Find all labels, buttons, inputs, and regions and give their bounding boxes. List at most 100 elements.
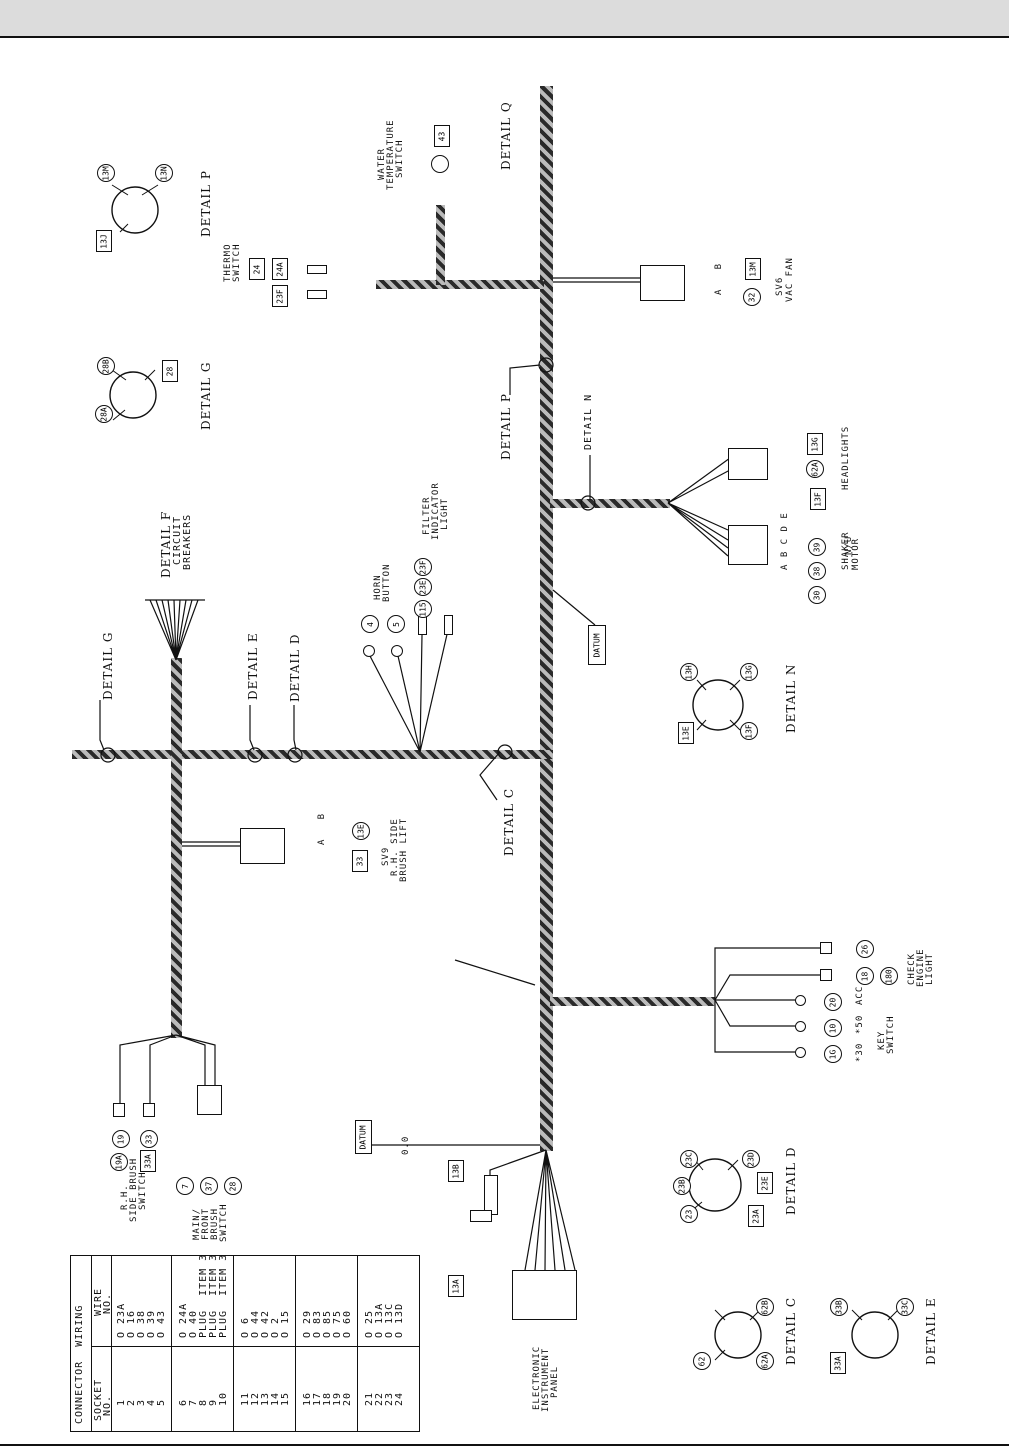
tag-33: 33 <box>352 850 368 872</box>
sv9-connector <box>240 828 285 864</box>
tag-37: 37 <box>200 1177 218 1195</box>
water-temp-sensor <box>431 155 449 173</box>
tag-32: 32 <box>743 288 761 306</box>
tag-23d: 23D <box>742 1150 760 1168</box>
tag-23f-2: 23F <box>414 558 432 576</box>
table-socket-cell: 15 <box>280 1391 291 1406</box>
key-switch-branch <box>550 997 715 1006</box>
tag-23e: 23E <box>414 578 432 596</box>
tag-10: 10 <box>824 1019 842 1037</box>
tag-13f-2: 13F <box>740 722 758 740</box>
filter-label-3: LIGHT <box>440 497 450 530</box>
detail-d-inset-label: DETAIL D <box>784 1146 798 1215</box>
key-50-terminal <box>795 1021 806 1032</box>
tag-115: 115 <box>414 600 432 618</box>
detail-g-pointer: DETAIL G <box>101 631 115 700</box>
tag-13b: 13B <box>448 1160 464 1182</box>
tag-19: 19 <box>112 1130 130 1148</box>
detail-e-inset-label: DETAIL E <box>924 1297 938 1365</box>
thermo-terminal-2 <box>307 290 327 299</box>
header-bar <box>0 0 1009 36</box>
tag-28-m: 28 <box>224 1177 242 1195</box>
sv9-pins-label: A B <box>317 812 327 845</box>
detail-g-inset-label: DETAIL G <box>199 361 213 430</box>
tag-62a: 62A <box>806 460 824 478</box>
sv6-connector <box>640 265 685 301</box>
instrument-panel-connector <box>512 1270 577 1320</box>
datum-zero-label: 0.0 <box>401 1135 411 1155</box>
sv9-label-3: BRUSH LIFT <box>399 817 409 882</box>
tag-7: 7 <box>176 1177 194 1195</box>
tag-18: 18 <box>856 967 874 985</box>
table-row-divider <box>91 1346 419 1347</box>
tag-13j: 13J <box>96 230 112 252</box>
detail-q-label: DETAIL Q <box>499 101 513 170</box>
tag-13g: 13G <box>807 433 823 455</box>
horn-terminal-2 <box>391 645 403 657</box>
tag-62a-2: 62A <box>756 1352 774 1370</box>
sv6-label-2: VAC FAN <box>785 257 795 302</box>
tag-33b: 33B <box>830 1298 848 1316</box>
tag-13f: 13F <box>810 488 826 510</box>
table-col1-head-2: NO. <box>102 1394 113 1416</box>
side-brush-terminal-2 <box>143 1103 155 1117</box>
table-wire-cell: O 13D <box>394 1302 405 1338</box>
thermo-terminal-1 <box>307 265 327 274</box>
table-socket-cell: 24 <box>394 1391 405 1406</box>
shaker-connector <box>728 525 768 565</box>
tag-33a-2: 33A <box>830 1352 846 1374</box>
detail-c-inset-label: DETAIL C <box>784 1296 798 1365</box>
k30-label: *30 <box>855 1042 865 1062</box>
table-col2-head-2: NO. <box>102 1292 113 1314</box>
datum-a-text: DATUM <box>359 1124 368 1150</box>
tag-23e-2: 23E <box>757 1172 773 1194</box>
main-brush-connector <box>197 1085 222 1115</box>
detail-e-pointer: DETAIL E <box>246 632 260 700</box>
detail-p-pointer: DETAIL P <box>499 393 513 460</box>
detail-n-inset-label: DETAIL N <box>784 663 798 733</box>
table-group-divider <box>295 1256 296 1431</box>
tag-180: 180 <box>880 967 898 985</box>
tag-43: 43 <box>434 125 450 147</box>
header-rule <box>0 36 1009 38</box>
tag-4: 4 <box>361 615 379 633</box>
instrument-lamp-13a <box>470 1210 492 1222</box>
water-temp-branch <box>436 205 445 285</box>
check-engine-terminal-1 <box>820 942 832 954</box>
water-temp-label-3: SWITCH <box>395 139 405 178</box>
detail-n-pointer: DETAIL N <box>583 393 594 450</box>
table-wire-cell: PLUG ITEM 3 <box>218 1253 229 1338</box>
check-engine-label-3: LIGHT <box>925 952 935 985</box>
datum-b-text: DATUM <box>592 632 602 658</box>
check-engine-terminal-2 <box>820 969 832 981</box>
sv6-label-1: SV6 <box>775 276 785 296</box>
main-harness-trunk <box>540 86 553 1151</box>
tag-23f: 23F <box>272 285 288 307</box>
sv6-pins-label: A B <box>714 262 724 295</box>
tag-28a: 28A <box>95 405 113 423</box>
headlight-branch <box>550 499 670 508</box>
table-wire-cell: O 60 <box>342 1309 353 1338</box>
table-group-divider <box>171 1256 172 1431</box>
detail-f-label: DETAIL F <box>159 510 173 578</box>
detail-f-sub2: BREAKERS <box>182 513 193 570</box>
panel-label-3: PANEL <box>550 1365 560 1398</box>
detail-d-pointer: DETAIL D <box>288 633 302 702</box>
tag-62b: 62B <box>756 1298 774 1316</box>
tag-5: 5 <box>387 615 405 633</box>
tag-13m: 13M <box>745 258 761 280</box>
headlight-connector <box>728 448 768 480</box>
tag-23b: 23B <box>673 1177 691 1195</box>
tag-23c: 23C <box>680 1150 698 1168</box>
table-socket-cell: 20 <box>342 1391 353 1406</box>
table-group-divider <box>357 1256 358 1431</box>
footer-rule <box>0 1444 1009 1446</box>
tag-13a: 13A <box>448 1275 464 1297</box>
horn-terminal-1 <box>363 645 375 657</box>
tag-13m-p: 13M <box>97 164 115 182</box>
instrument-lamp-13b <box>484 1175 498 1215</box>
k50-label: *50 <box>855 1014 865 1034</box>
key-switch-label-2: SWITCH <box>886 1015 896 1054</box>
